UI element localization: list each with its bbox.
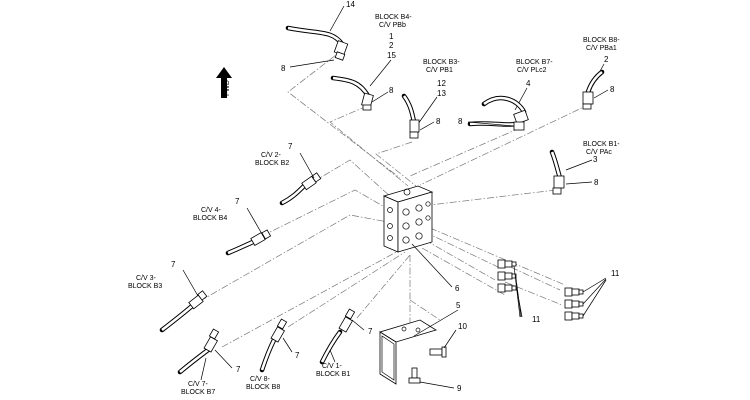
- bolt-item-10-label: 10: [458, 322, 467, 331]
- forward-label: FWD: [224, 80, 231, 96]
- manifold-block: [382, 185, 434, 253]
- fittings-left-item-11-label: 11: [532, 315, 541, 324]
- cv3-b3-line1: C/V 3-: [136, 275, 157, 282]
- cv4-b4-line2: BLOCK B4: [193, 215, 227, 222]
- b3-item-13-label: 13: [437, 89, 446, 98]
- b4-item-2-label: 2: [389, 41, 394, 50]
- b4-pbb-line2: C/V PBb: [379, 22, 406, 29]
- hose-b4-pbb: [330, 75, 374, 111]
- b3-pb1-line2: C/V PB1: [426, 67, 453, 74]
- cv8-b8-line2: BLOCK B8: [246, 384, 280, 391]
- b3-item-12-label: 12: [437, 79, 446, 88]
- block-item-6-label: 6: [455, 284, 460, 293]
- screw-item-9-label: 9: [457, 384, 462, 393]
- cv7-b7-line2: BLOCK B7: [181, 389, 215, 396]
- b8-pba1-line2: C/V PBa1: [586, 45, 617, 52]
- hose-cv8-b8: [259, 318, 288, 373]
- b1-item-8-label: 8: [594, 178, 599, 187]
- cv7-item-7-label: 7: [236, 365, 241, 374]
- cv1-b1-line1: C/V 1-: [322, 363, 343, 370]
- mounting-bracket: [379, 319, 437, 385]
- forward-arrow-icon: [216, 67, 232, 98]
- fittings-group-right: [564, 287, 584, 321]
- item-14-label: 14: [346, 0, 355, 9]
- routing-lines: [199, 47, 591, 348]
- b7-item-8-label: 8: [458, 117, 463, 126]
- cv4-item-7-label: 7: [235, 197, 240, 206]
- b1-item-3-label: 3: [593, 155, 598, 164]
- cv8-item-7-label: 7: [295, 351, 300, 360]
- bolt: [429, 346, 447, 358]
- cv1-item-7-label: 7: [368, 327, 373, 336]
- b4-hose-item-8-label: 8: [389, 86, 394, 95]
- cv3-b3-line2: BLOCK B3: [128, 283, 162, 290]
- hose-item-14: [285, 25, 349, 61]
- b4-item-15-label: 15: [387, 51, 396, 60]
- cv3-item-7-label: 7: [171, 260, 176, 269]
- b1-pac-line1: BLOCK B1-: [583, 141, 620, 148]
- hose-cv3-b3: [159, 290, 208, 333]
- b4-elbow-item-8-label: 8: [281, 64, 286, 73]
- b7-item-4-label: 4: [526, 79, 531, 88]
- b8-pba1-line1: BLOCK B8-: [583, 37, 620, 44]
- hose-cv1-b1: [319, 308, 356, 365]
- cv1-b1-line2: BLOCK B1: [316, 371, 350, 378]
- hose-b8-pba1: [582, 69, 605, 110]
- cv2-b2-line1: C/V 2-: [261, 152, 282, 159]
- screw: [408, 367, 421, 384]
- fittings-group-left: [497, 259, 517, 293]
- fittings-right-item-11-label: 11: [611, 269, 620, 278]
- bracket-item-5-label: 5: [456, 301, 461, 310]
- hose-b3-pb1: [401, 93, 420, 139]
- b3-item-8-label: 8: [436, 117, 441, 126]
- b7-plc2-line2: C/V PLc2: [517, 67, 547, 74]
- b8-item-2-label: 2: [604, 55, 609, 64]
- hose-b1-pac: [549, 149, 565, 195]
- b4-item-1-label: 1: [389, 32, 394, 41]
- cv2-b2-line2: BLOCK B2: [255, 160, 289, 167]
- hose-b7-plc2: [467, 95, 529, 131]
- cv2-item-7-label: 7: [288, 142, 293, 151]
- cv7-b7-line1: C/V 7-: [188, 381, 209, 388]
- b7-plc2-line1: BLOCK B7-: [516, 59, 553, 66]
- hose-cv2-b2: [279, 172, 322, 206]
- b3-pb1-line1: BLOCK B3-: [423, 59, 460, 66]
- b8-item-8-label: 8: [610, 85, 615, 94]
- hose-cv7-b7: [177, 328, 220, 375]
- cv4-b4-line1: C/V 4-: [201, 207, 222, 214]
- hose-cv4-b4: [225, 229, 272, 256]
- b1-pac-line2: C/V PAc: [586, 149, 612, 156]
- cv8-b8-line1: C/V 8-: [250, 376, 271, 383]
- b4-pbb-line1: BLOCK B4-: [375, 14, 412, 21]
